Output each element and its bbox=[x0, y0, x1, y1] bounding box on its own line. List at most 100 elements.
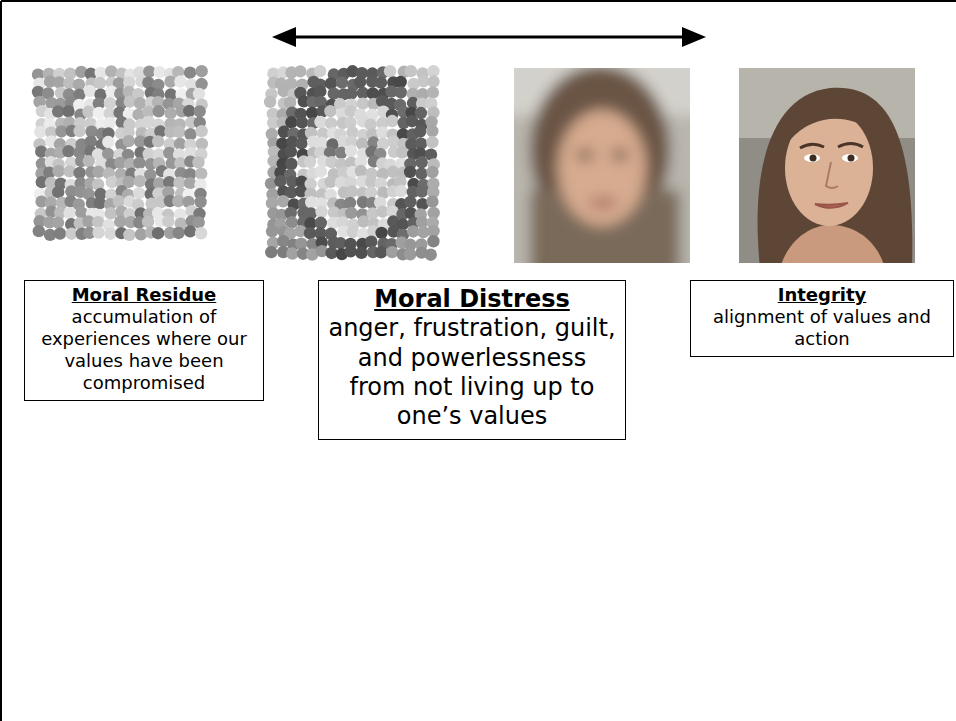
mosaic-dot bbox=[404, 248, 416, 260]
noise-mosaic bbox=[32, 65, 208, 241]
mosaic-dot bbox=[314, 65, 326, 77]
mosaic-dot bbox=[355, 247, 367, 259]
mosaic-dot bbox=[425, 249, 437, 261]
mosaic-dot bbox=[285, 158, 297, 170]
mosaic-dot bbox=[184, 177, 196, 189]
text-box: Moral Distressanger, frustration, guilt,… bbox=[318, 280, 626, 440]
mosaic-dot bbox=[354, 76, 366, 88]
mosaic-dot bbox=[173, 126, 185, 138]
mosaic-dot bbox=[52, 186, 64, 198]
mosaic-dot bbox=[152, 105, 164, 117]
mosaic-dot bbox=[104, 117, 116, 129]
mosaic-dot bbox=[152, 227, 164, 239]
mosaic-dot bbox=[195, 227, 207, 239]
clear-face bbox=[739, 68, 915, 263]
mosaic-dot bbox=[404, 166, 416, 178]
mosaic-dot bbox=[346, 185, 358, 197]
blurred-face bbox=[514, 68, 690, 263]
mosaic-dot bbox=[134, 175, 146, 187]
mosaic-dot bbox=[93, 107, 105, 119]
double-arrow bbox=[272, 27, 706, 47]
mosaic-dot bbox=[285, 145, 297, 157]
mosaic-dot bbox=[324, 105, 336, 117]
mosaic-dot bbox=[426, 196, 438, 208]
frame-line bbox=[0, 1, 2, 721]
mosaic-dot bbox=[63, 207, 75, 219]
mosaic-dot bbox=[193, 105, 205, 117]
mosaic-dot bbox=[395, 86, 407, 98]
mosaic-dot bbox=[265, 246, 277, 258]
mosaic-dot bbox=[52, 165, 64, 177]
mosaic-dot bbox=[365, 186, 377, 198]
mosaic-dot bbox=[426, 136, 438, 148]
mosaic-dot bbox=[357, 97, 369, 109]
box-heading: Moral Residue bbox=[31, 284, 257, 306]
mosaic-dot bbox=[133, 187, 145, 199]
mosaic-dot bbox=[426, 125, 438, 137]
mosaic-dot bbox=[84, 85, 96, 97]
mosaic-dot bbox=[404, 196, 416, 208]
mosaic-dot bbox=[195, 168, 207, 180]
mosaic-dot bbox=[296, 116, 308, 128]
mosaic-dot bbox=[395, 185, 407, 197]
mosaic-dot bbox=[154, 66, 166, 78]
mosaic-dot bbox=[162, 215, 174, 227]
mosaic-dot bbox=[193, 88, 205, 100]
box-body: alignment of values and action bbox=[697, 306, 947, 350]
mosaic-dot bbox=[375, 246, 387, 258]
mosaic-dot bbox=[314, 85, 326, 97]
mosaic-dot bbox=[314, 116, 326, 128]
mosaic-dot bbox=[192, 156, 204, 168]
mosaic-dot bbox=[336, 76, 348, 88]
mosaic-dot bbox=[375, 76, 387, 88]
mosaic-dot bbox=[345, 88, 357, 100]
mosaic-dot bbox=[52, 216, 64, 228]
mosaic-dot bbox=[266, 225, 278, 237]
mosaic-dot bbox=[184, 66, 196, 78]
mosaic-dot bbox=[416, 185, 428, 197]
mosaic-dot bbox=[34, 126, 46, 138]
mosaic-dot bbox=[105, 65, 117, 77]
mosaic-dot bbox=[152, 135, 164, 147]
mosaic-dot bbox=[345, 145, 357, 157]
mosaic-dot bbox=[344, 245, 356, 257]
mosaic-dot bbox=[195, 65, 207, 77]
mosaic-dot bbox=[173, 177, 185, 189]
mosaic-dot bbox=[405, 65, 417, 77]
mosaic-dot bbox=[123, 229, 135, 241]
mosaic-dot bbox=[315, 206, 327, 218]
box-heading: Integrity bbox=[697, 284, 947, 306]
mosaic-dot bbox=[184, 225, 196, 237]
mosaic-dot bbox=[294, 65, 306, 77]
mosaic-dot bbox=[426, 166, 438, 178]
mosaic-dot bbox=[386, 246, 398, 258]
mosaic-dot bbox=[164, 107, 176, 119]
mosaic-dot bbox=[304, 156, 316, 168]
mosaic-dot bbox=[396, 146, 408, 158]
mosaic-dot bbox=[345, 207, 357, 219]
mosaic-dot bbox=[415, 156, 427, 168]
mosaic-dot bbox=[105, 207, 117, 219]
mosaic-dot bbox=[195, 125, 207, 137]
mosaic-dot bbox=[184, 128, 196, 140]
mosaic-dot bbox=[415, 168, 427, 180]
mosaic-dot bbox=[73, 125, 85, 137]
mosaic-dot bbox=[94, 77, 106, 89]
mosaic-dot bbox=[102, 136, 114, 148]
mosaic-dot bbox=[142, 216, 154, 228]
mosaic-dot bbox=[414, 125, 426, 137]
mosaic-dot bbox=[172, 227, 184, 239]
mosaic-face bbox=[264, 65, 440, 261]
mosaic-dot bbox=[113, 195, 125, 207]
mosaic-dot bbox=[274, 175, 286, 187]
mosaic-dot bbox=[357, 215, 369, 227]
mosaic-dot bbox=[33, 225, 45, 237]
mosaic-dot bbox=[54, 227, 66, 239]
mosaic-dot bbox=[62, 145, 74, 157]
mosaic-dot bbox=[192, 216, 204, 228]
mosaic-dot bbox=[264, 96, 276, 108]
mosaic-dot bbox=[104, 228, 116, 240]
mosaic-dot bbox=[427, 86, 439, 98]
frame-line bbox=[1, 0, 956, 2]
mosaic-dot bbox=[384, 65, 396, 77]
